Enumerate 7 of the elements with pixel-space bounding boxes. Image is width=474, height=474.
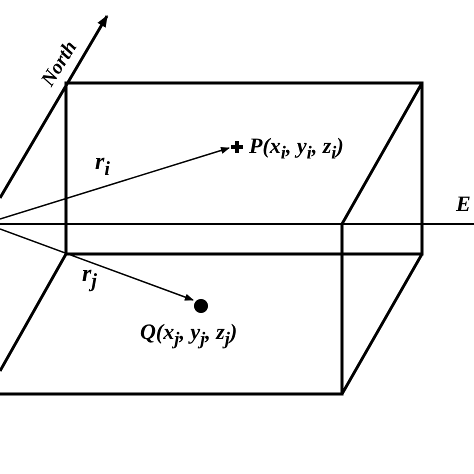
axis-label: E — [456, 192, 471, 216]
point-coordinates: Q(x$_{j}$, y$_{j}$, z$_{j}$) — [140, 320, 238, 350]
arrow — [0, 228, 194, 301]
point-coordinates: P(x$_{i}$, y$_{i}$, z$_{i}$) — [249, 134, 344, 164]
arrow — [0, 146, 230, 220]
edge-label: r$_{j}$ — [82, 262, 97, 293]
edge-label: r$_{i}$ — [95, 150, 110, 181]
